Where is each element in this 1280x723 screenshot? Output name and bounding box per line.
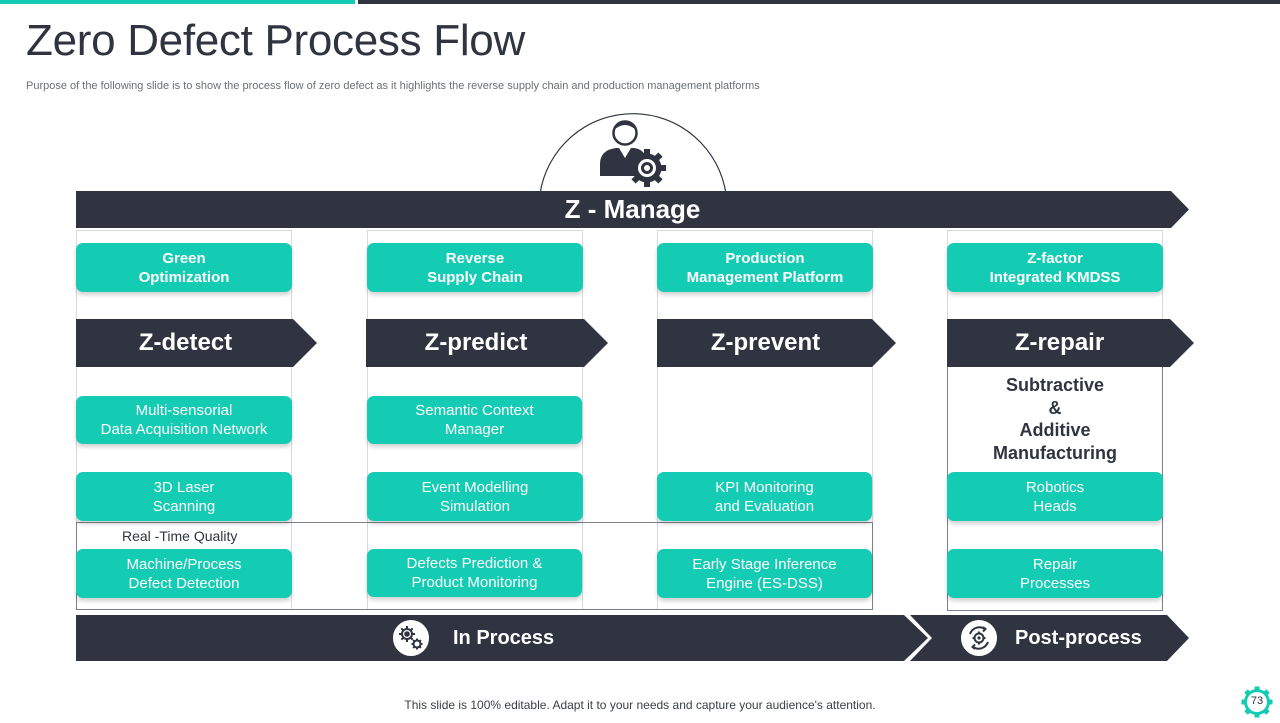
phase-in-process-bar: [76, 615, 928, 661]
item-3d-laser-scanning: 3D Laser Scanning: [76, 472, 292, 521]
stage-z-repair-label: Z-repair: [1014, 329, 1105, 356]
platform-z-factor-kmdss: Z-factor Integrated KMDSS: [947, 243, 1163, 292]
footer-note: This slide is 100% editable. Adapt it to…: [404, 698, 876, 712]
stage-z-detect-label: Z-detect: [138, 329, 233, 356]
page-number: 73: [1250, 695, 1264, 707]
top-accent-bar-dark: [358, 0, 1280, 4]
stage-z-predict: Z-predict: [366, 319, 608, 367]
phase-in-process-label: In Process: [453, 627, 555, 649]
platform-production-management: Production Management Platform: [657, 243, 873, 292]
platform-reverse-supply-chain: Reverse Supply Chain: [367, 243, 583, 292]
item-multi-sensorial: Multi-sensorial Data Acquisition Network: [76, 396, 292, 444]
stage-z-prevent: Z-prevent: [657, 319, 896, 367]
item-repair-processes: Repair Processes: [947, 549, 1163, 598]
platform-green-optimization: Green Optimization: [76, 243, 292, 292]
stage-z-prevent-label: Z-prevent: [710, 329, 821, 356]
item-defects-prediction: Defects Prediction & Product Monitoring: [367, 549, 582, 597]
stage-z-predict-label: Z-predict: [424, 329, 528, 356]
item-early-stage-inference: Early Stage Inference Engine (ES-DSS): [657, 549, 872, 598]
item-machine-defect-detection: Machine/Process Defect Detection: [76, 549, 292, 598]
realtime-quality-label: Real -Time Quality: [122, 528, 238, 544]
item-kpi-monitoring: KPI Monitoring and Evaluation: [657, 472, 872, 521]
person-gear-icon: [596, 118, 668, 188]
slide-subtitle: Purpose of the following slide is to sho…: [26, 80, 760, 92]
cycle-gear-icon: [959, 618, 999, 658]
page-number-gear-icon: [1241, 686, 1273, 718]
stage-z-repair: Z-repair: [947, 319, 1194, 367]
phase-post-process-bar: [910, 615, 1189, 661]
z-manage-bar: Z - Manage: [76, 191, 1189, 228]
phase-post-process-label: Post-process: [1015, 627, 1142, 649]
slide-title: Zero Defect Process Flow: [26, 16, 525, 65]
note-subtractive-additive: Subtractive & Additive Manufacturing: [993, 375, 1117, 463]
gears-icon: [391, 618, 431, 658]
item-semantic-context: Semantic Context Manager: [367, 396, 582, 444]
item-event-modelling: Event Modelling Simulation: [367, 472, 583, 521]
top-accent-bar-teal: [0, 0, 355, 4]
z-manage-label: Z - Manage: [564, 194, 701, 224]
stage-z-detect: Z-detect: [76, 319, 317, 367]
item-robotics-heads: Robotics Heads: [947, 472, 1163, 521]
